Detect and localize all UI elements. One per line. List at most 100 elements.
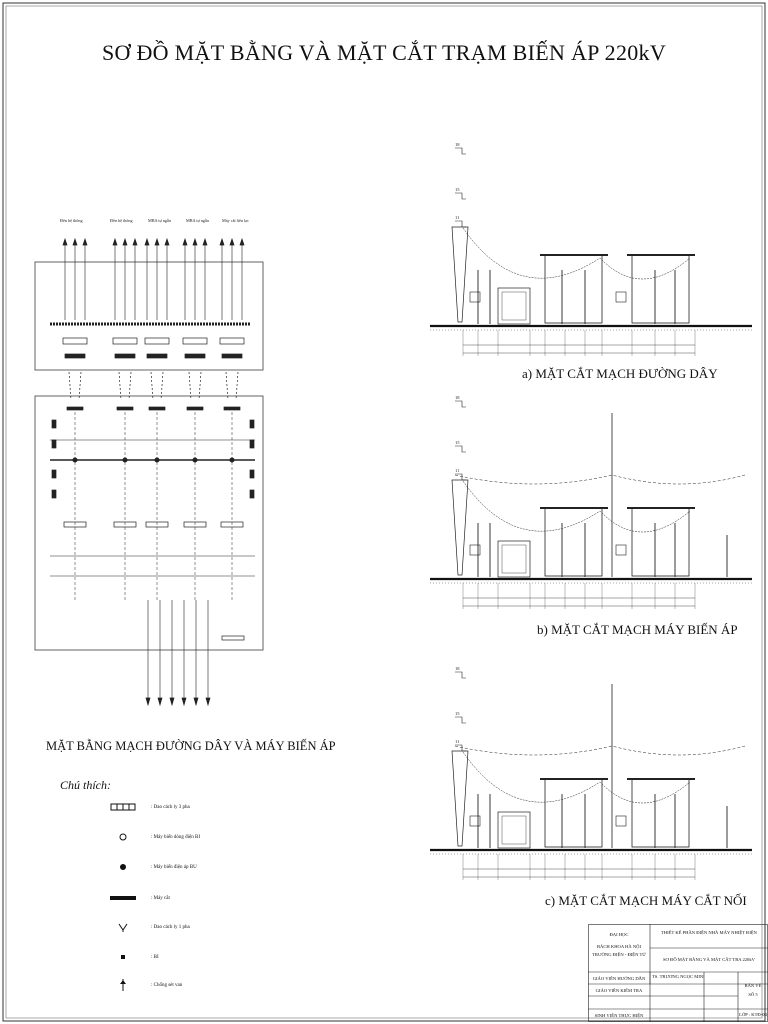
gantry-frame	[544, 778, 603, 848]
legend-label: : Máy cắt	[151, 895, 170, 901]
arrow-down-icon	[157, 697, 163, 707]
plan-top-label: MBA tự ngẫu	[148, 218, 172, 223]
side-equipment-icon	[249, 489, 255, 499]
conductor-line	[462, 227, 691, 280]
arrow-up-icon	[219, 237, 225, 246]
elevation-label: 18	[455, 666, 460, 671]
plan-link	[128, 371, 132, 401]
junction-icon	[72, 457, 78, 463]
current-transformer-icon	[146, 353, 168, 359]
legend-label: : Dao cách ly 3 pha	[151, 804, 190, 810]
disconnector-1phase-icon	[100, 922, 145, 932]
legend-item: : Máy biến dòng điện BI	[100, 830, 200, 844]
legend-title: Chú thích:	[60, 778, 111, 792]
plan-link	[160, 371, 164, 401]
arrow-up-icon	[202, 237, 208, 246]
legend-label: : Máy biến điện áp BU	[151, 864, 197, 870]
elevation-label: 18	[455, 142, 460, 147]
tb-school-1: ĐẠI HỌC	[609, 932, 629, 937]
plan-link	[78, 371, 82, 401]
legend-label: : Máy biến dòng điện BI	[151, 834, 201, 840]
tb-school-2: BÁCH KHOA HÀ NỘI	[596, 944, 642, 949]
arrow-up-icon	[144, 237, 150, 246]
arrow-up-icon	[229, 237, 235, 246]
circuit-breaker-icon	[148, 406, 166, 411]
elevation-mark	[455, 445, 466, 453]
shield-wire	[454, 745, 746, 756]
plan-top-label: Máy cắt liên lạc	[222, 218, 249, 223]
legend-label: : Dao cách ly 1 pha	[151, 924, 190, 930]
arrow-down-icon	[145, 697, 151, 707]
cabinet-icon	[469, 544, 481, 556]
legend-label: : BI	[151, 954, 159, 960]
plan-top-label: MBA tự ngẫu	[186, 218, 210, 223]
current-transformer-icon	[100, 833, 145, 841]
side-equipment-icon	[249, 469, 255, 479]
tb-advisor-label: GIÁO VIÊN HƯỚNG DẪN	[592, 976, 646, 981]
plan-link	[198, 371, 202, 401]
section-b-caption: b) MẶT CẮT MẠCH MÁY BIẾN ÁP	[537, 622, 738, 637]
circuit-breaker-icon	[186, 406, 204, 411]
transformer-outline	[497, 811, 531, 849]
tb-drawing: SƠ ĐỒ MẶT BẰNG VÀ MẶT CẮT TBA 220kV	[663, 957, 755, 962]
side-equipment-icon	[249, 439, 255, 449]
legend-item: : Dao cách ly 1 pha	[100, 920, 190, 934]
legend-label: : Chống sét van	[151, 982, 183, 988]
arrow-up-icon	[182, 237, 188, 246]
surge-arrester-icon	[100, 979, 145, 991]
tb-reviewer-label: GIÁO VIÊN KIỂM TRA	[595, 988, 643, 993]
side-equipment-icon	[51, 439, 57, 449]
plan-link	[235, 371, 239, 401]
current-transformer-icon	[221, 353, 243, 359]
voltage-transformer-icon	[100, 863, 145, 871]
current-transformer-icon	[184, 353, 206, 359]
elevation-mark	[455, 147, 466, 155]
disconnector-3phase-icon	[100, 803, 145, 811]
plan-link	[188, 371, 192, 401]
transformer-body	[501, 815, 527, 845]
plan-top-label: Đến hệ thống	[110, 218, 133, 223]
elevation-mark	[455, 716, 466, 724]
plan-outgoing	[51, 419, 255, 707]
side-equipment-icon	[51, 419, 57, 429]
bi-icon	[100, 954, 145, 960]
elevation-mark	[455, 220, 466, 228]
arrow-up-icon	[239, 237, 245, 246]
circuit-breaker-icon	[100, 895, 145, 901]
elevation-label: 18	[455, 395, 460, 400]
arrow-down-icon	[169, 697, 175, 707]
junction-icon	[192, 457, 198, 463]
arrow-up-icon	[62, 237, 68, 246]
elevation-label: 15	[455, 440, 460, 445]
plan-bay	[219, 237, 245, 600]
arrow-down-icon	[181, 697, 187, 707]
tb-sheet-label: BẢN VẼ	[744, 983, 762, 988]
cabinet-icon	[469, 815, 481, 827]
transformer-body	[501, 291, 527, 321]
portal-tower	[451, 226, 469, 323]
legend-item: : Máy biến điện áp BU	[100, 860, 197, 874]
arrow-up-icon	[132, 237, 138, 246]
tb-advisor-name: TS. TRƯƠNG NGỌC MINH	[652, 974, 704, 979]
transformer-outline	[497, 540, 531, 578]
disconnector-3phase-icon	[219, 337, 245, 345]
gantry-frame	[544, 254, 603, 324]
plan-link	[225, 371, 229, 401]
side-equipment-icon	[51, 489, 57, 499]
tb-school-3: TRƯỜNG ĐIỆN - ĐIỆN TỬ	[592, 952, 646, 957]
elevation-label: 15	[455, 711, 460, 716]
gantry-frame	[544, 507, 603, 577]
arrow-up-icon	[122, 237, 128, 246]
plan-bay	[144, 237, 170, 600]
arrow-up-icon	[192, 237, 198, 246]
junction-icon	[154, 457, 160, 463]
plan-link	[150, 371, 154, 401]
arrow-up-icon	[72, 237, 78, 246]
plan-bay	[62, 237, 88, 600]
circuit-breaker-icon	[66, 406, 84, 411]
elevation-mark	[455, 192, 466, 200]
